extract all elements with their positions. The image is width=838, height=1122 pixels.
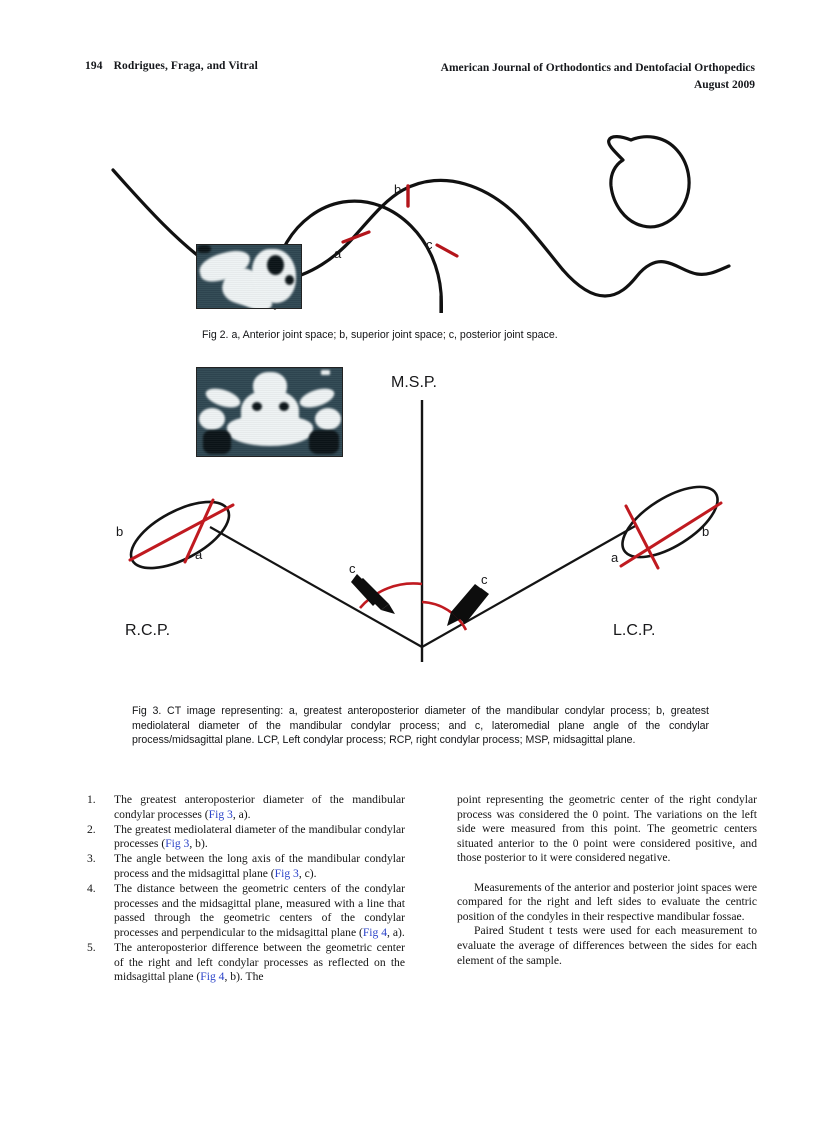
list-item: 4. The distance between the geometric cen… xyxy=(85,882,405,940)
figure-3-label: Fig 3. xyxy=(132,705,162,717)
figure-3-labels: M.S.P. R.C.P. L.C.P. b a b a c c xyxy=(116,374,709,639)
lcp-measure-a xyxy=(624,504,660,570)
lcp-measure-b xyxy=(619,501,723,568)
list-item-text: The angle between the long axis of the m… xyxy=(114,852,405,880)
figure-2-label: Fig 2. xyxy=(202,329,229,341)
list-item-marker: 1. xyxy=(87,793,96,806)
lcp-angle-arc xyxy=(421,600,468,631)
running-head: 194 Rodrigues, Fraga, and Vitral American… xyxy=(85,60,755,96)
paragraph: Paired Student t tests were used for eac… xyxy=(457,924,757,967)
lcp-label: L.C.P. xyxy=(613,622,655,639)
lcp-axis-line xyxy=(421,524,638,648)
fig2-ct-inset-sagittal xyxy=(196,244,302,309)
fig2-label-c: c xyxy=(426,237,433,252)
list-item-text: The distance between the geometric cente… xyxy=(114,882,405,939)
figure-3-artwork: M.S.P. R.C.P. L.C.P. b a b a c c xyxy=(85,362,755,684)
rcp-label-a: a xyxy=(195,547,203,562)
rcp-angle-arc xyxy=(359,582,423,609)
paragraph: point representing the geometric center … xyxy=(457,793,757,865)
measure-c-line xyxy=(435,243,459,258)
list-item-text: , c). xyxy=(298,866,317,880)
measure-a-line xyxy=(341,230,371,244)
figure-3-schematic xyxy=(128,400,723,662)
mastoid-oval xyxy=(607,135,691,229)
running-head-left: 194 Rodrigues, Fraga, and Vitral xyxy=(85,60,258,72)
list-item: 5. The anteroposterior difference between… xyxy=(85,941,405,985)
lcp-label-a: a xyxy=(611,550,619,565)
fig2-label-a: a xyxy=(334,246,342,261)
figure-3: M.S.P. R.C.P. L.C.P. b a b a c c xyxy=(85,362,755,746)
lcp-condyle-shape xyxy=(621,485,719,559)
list-item-text: , b). xyxy=(189,837,208,851)
rcp-angle-arrow xyxy=(351,574,395,614)
journal-title: American Journal of Orthodontics and Den… xyxy=(440,62,755,74)
running-head-authors: Rodrigues, Fraga, and Vitral xyxy=(113,60,258,72)
page-folio: 194 xyxy=(85,60,103,72)
lcp-label-b: b xyxy=(702,524,709,539)
lcp-angle-arrow xyxy=(447,584,489,626)
list-item: 2. The greatest mediolateral diameter of … xyxy=(85,823,405,852)
measurement-list: 1. The greatest anteroposterior diameter … xyxy=(85,793,405,985)
lcp-label-c: c xyxy=(481,572,488,587)
figure-crossref-link[interactable]: Fig 3 xyxy=(208,807,233,821)
figure-2-caption: Fig 2. a, Anterior joint space; b, super… xyxy=(202,328,662,343)
list-item-text: The greatest anteroposterior diameter of… xyxy=(114,793,405,821)
rcp-label: R.C.P. xyxy=(125,622,170,639)
figure-crossref-link[interactable]: Fig 4 xyxy=(362,925,388,939)
list-item-marker: 5. xyxy=(87,940,96,954)
figure-2-labels: a b c xyxy=(334,182,433,261)
list-item: 3. The angle between the long axis of the… xyxy=(85,852,405,881)
right-column: point representing the geometric center … xyxy=(457,793,757,968)
posterior-contour xyxy=(561,260,731,298)
rcp-label-b: b xyxy=(116,524,123,539)
figure-crossref-link[interactable]: Fig 3 xyxy=(274,866,299,880)
paragraph: Measurements of the anterior and posteri… xyxy=(457,880,757,923)
figure-2: a b c Fig 2. a, Anterior joint space; b,… xyxy=(85,128,755,341)
fig2-label-b: b xyxy=(394,182,401,197)
rcp-measure-b xyxy=(128,503,235,562)
figure-2-caption-text: a, Anterior joint space; b, superior joi… xyxy=(231,329,558,341)
left-column: 1. The greatest anteroposterior diameter … xyxy=(85,793,405,985)
running-head-right: American Journal of Orthodontics and Den… xyxy=(441,60,755,94)
list-item: 1. The greatest anteroposterior diameter … xyxy=(85,793,405,822)
body-text: 1. The greatest anteroposterior diameter … xyxy=(85,793,757,1053)
fig3-ct-inset-axial xyxy=(196,367,343,457)
rcp-axis-line xyxy=(209,526,423,648)
figure-3-caption: Fig 3. CT image representing: a, greates… xyxy=(132,704,709,748)
figure-3-caption-text: CT image representing: a, greatest anter… xyxy=(132,705,709,747)
list-item-text: , a). xyxy=(232,807,251,821)
figure-crossref-link[interactable]: Fig 4 xyxy=(200,970,225,984)
rcp-measure-a xyxy=(183,498,215,564)
issue-date: August 2009 xyxy=(693,79,755,91)
figure-crossref-link[interactable]: Fig 3 xyxy=(165,837,190,851)
list-item-text: , b). The xyxy=(224,970,264,984)
msp-label: M.S.P. xyxy=(391,374,437,391)
figure-2-artwork: a b c xyxy=(85,128,755,313)
list-item-marker: 4. xyxy=(87,882,96,896)
list-item-text: The anteroposterior difference between t… xyxy=(114,940,405,984)
rcp-label-c: c xyxy=(349,561,356,576)
list-item-marker: 3. xyxy=(87,852,96,866)
list-item-text: The greatest mediolateral diameter of th… xyxy=(114,822,405,851)
list-item-text: , a). xyxy=(387,925,405,939)
list-item-marker: 2. xyxy=(87,822,96,836)
